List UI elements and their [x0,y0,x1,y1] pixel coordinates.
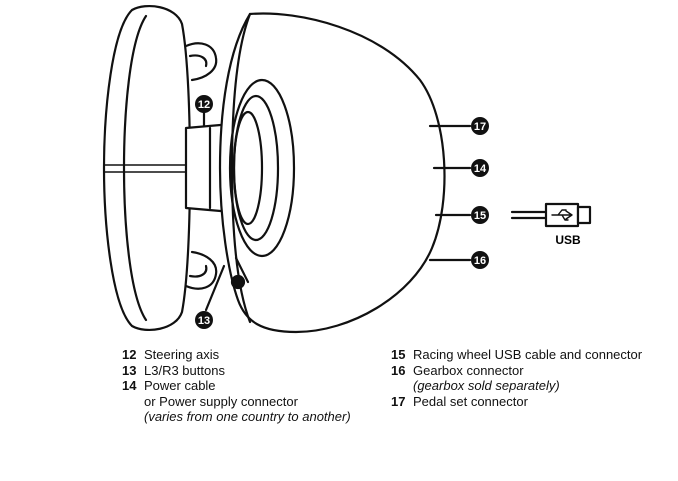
legend-text: Pedal set connector [413,393,528,409]
legend-item-13: 13 L3/R3 buttons [122,363,351,379]
svg-text:14: 14 [474,163,487,175]
legend-right: 15 Racing wheel USB cable and connector … [391,347,642,409]
svg-text:17: 17 [474,121,486,133]
svg-text:12: 12 [198,99,210,111]
svg-text:13: 13 [198,315,210,327]
callout-15: 15 [471,206,489,224]
legend-item-17: 17 Pedal set connector [391,394,642,410]
callout-13: 13 [195,311,213,329]
svg-text:16: 16 [474,255,486,267]
legend-note: (varies from one country to another) [144,409,351,424]
legend-text: L3/R3 buttons [144,362,225,378]
wheel-rim [102,4,192,332]
legend-subtext: or Power supply connector [144,393,298,409]
legend-left: 12 Steering axis 13 L3/R3 buttons 14 Pow… [122,347,351,425]
svg-text:15: 15 [474,210,486,222]
legend-number: 13 [122,362,137,378]
legend-text: Gearbox connector [413,362,524,378]
callout-16: 16 [471,251,489,269]
usb-label: USB [555,233,581,247]
racing-wheel-side-view: 17 14 15 16 12 13 USB [102,4,592,334]
legend-text: Power cable [144,378,216,393]
legend-number: 12 [122,347,137,362]
legend-number: 16 [391,362,406,378]
legend-item-16: 16 Gearbox connector [391,363,642,379]
legend-text: Racing wheel USB cable and connector [413,347,643,362]
callout-14: 14 [471,159,489,177]
callout-17: 17 [471,117,489,135]
callout-12: 12 [195,95,213,113]
legend-item-12: 12 Steering axis [122,347,351,363]
legend-number: 14 [122,378,137,393]
usb-connector [510,202,592,228]
legend-text: Steering axis [144,347,220,362]
paddle-shifters [184,42,218,290]
legend-number: 15 [391,347,406,362]
legend-note: (gearbox sold separately) [413,378,560,393]
legend-item-14: 14 Power cable [122,378,351,394]
wheel-base [218,12,446,334]
legend-number: 17 [391,393,406,409]
legend-item-15: 15 Racing wheel USB cable and connector [391,347,642,363]
